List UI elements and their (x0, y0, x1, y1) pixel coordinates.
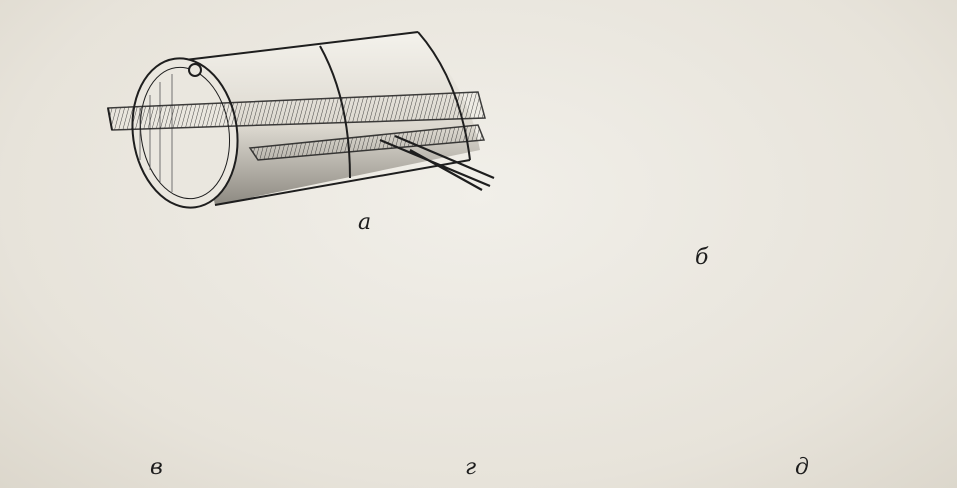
figure-d-label: д (795, 455, 809, 480)
figure-a-label: а (358, 210, 372, 235)
figure-a-smooth-roller (107, 31, 495, 209)
figure-v-label: в (150, 455, 163, 480)
figure-g-label: г (465, 455, 477, 480)
figure-b-label: б (695, 245, 709, 270)
